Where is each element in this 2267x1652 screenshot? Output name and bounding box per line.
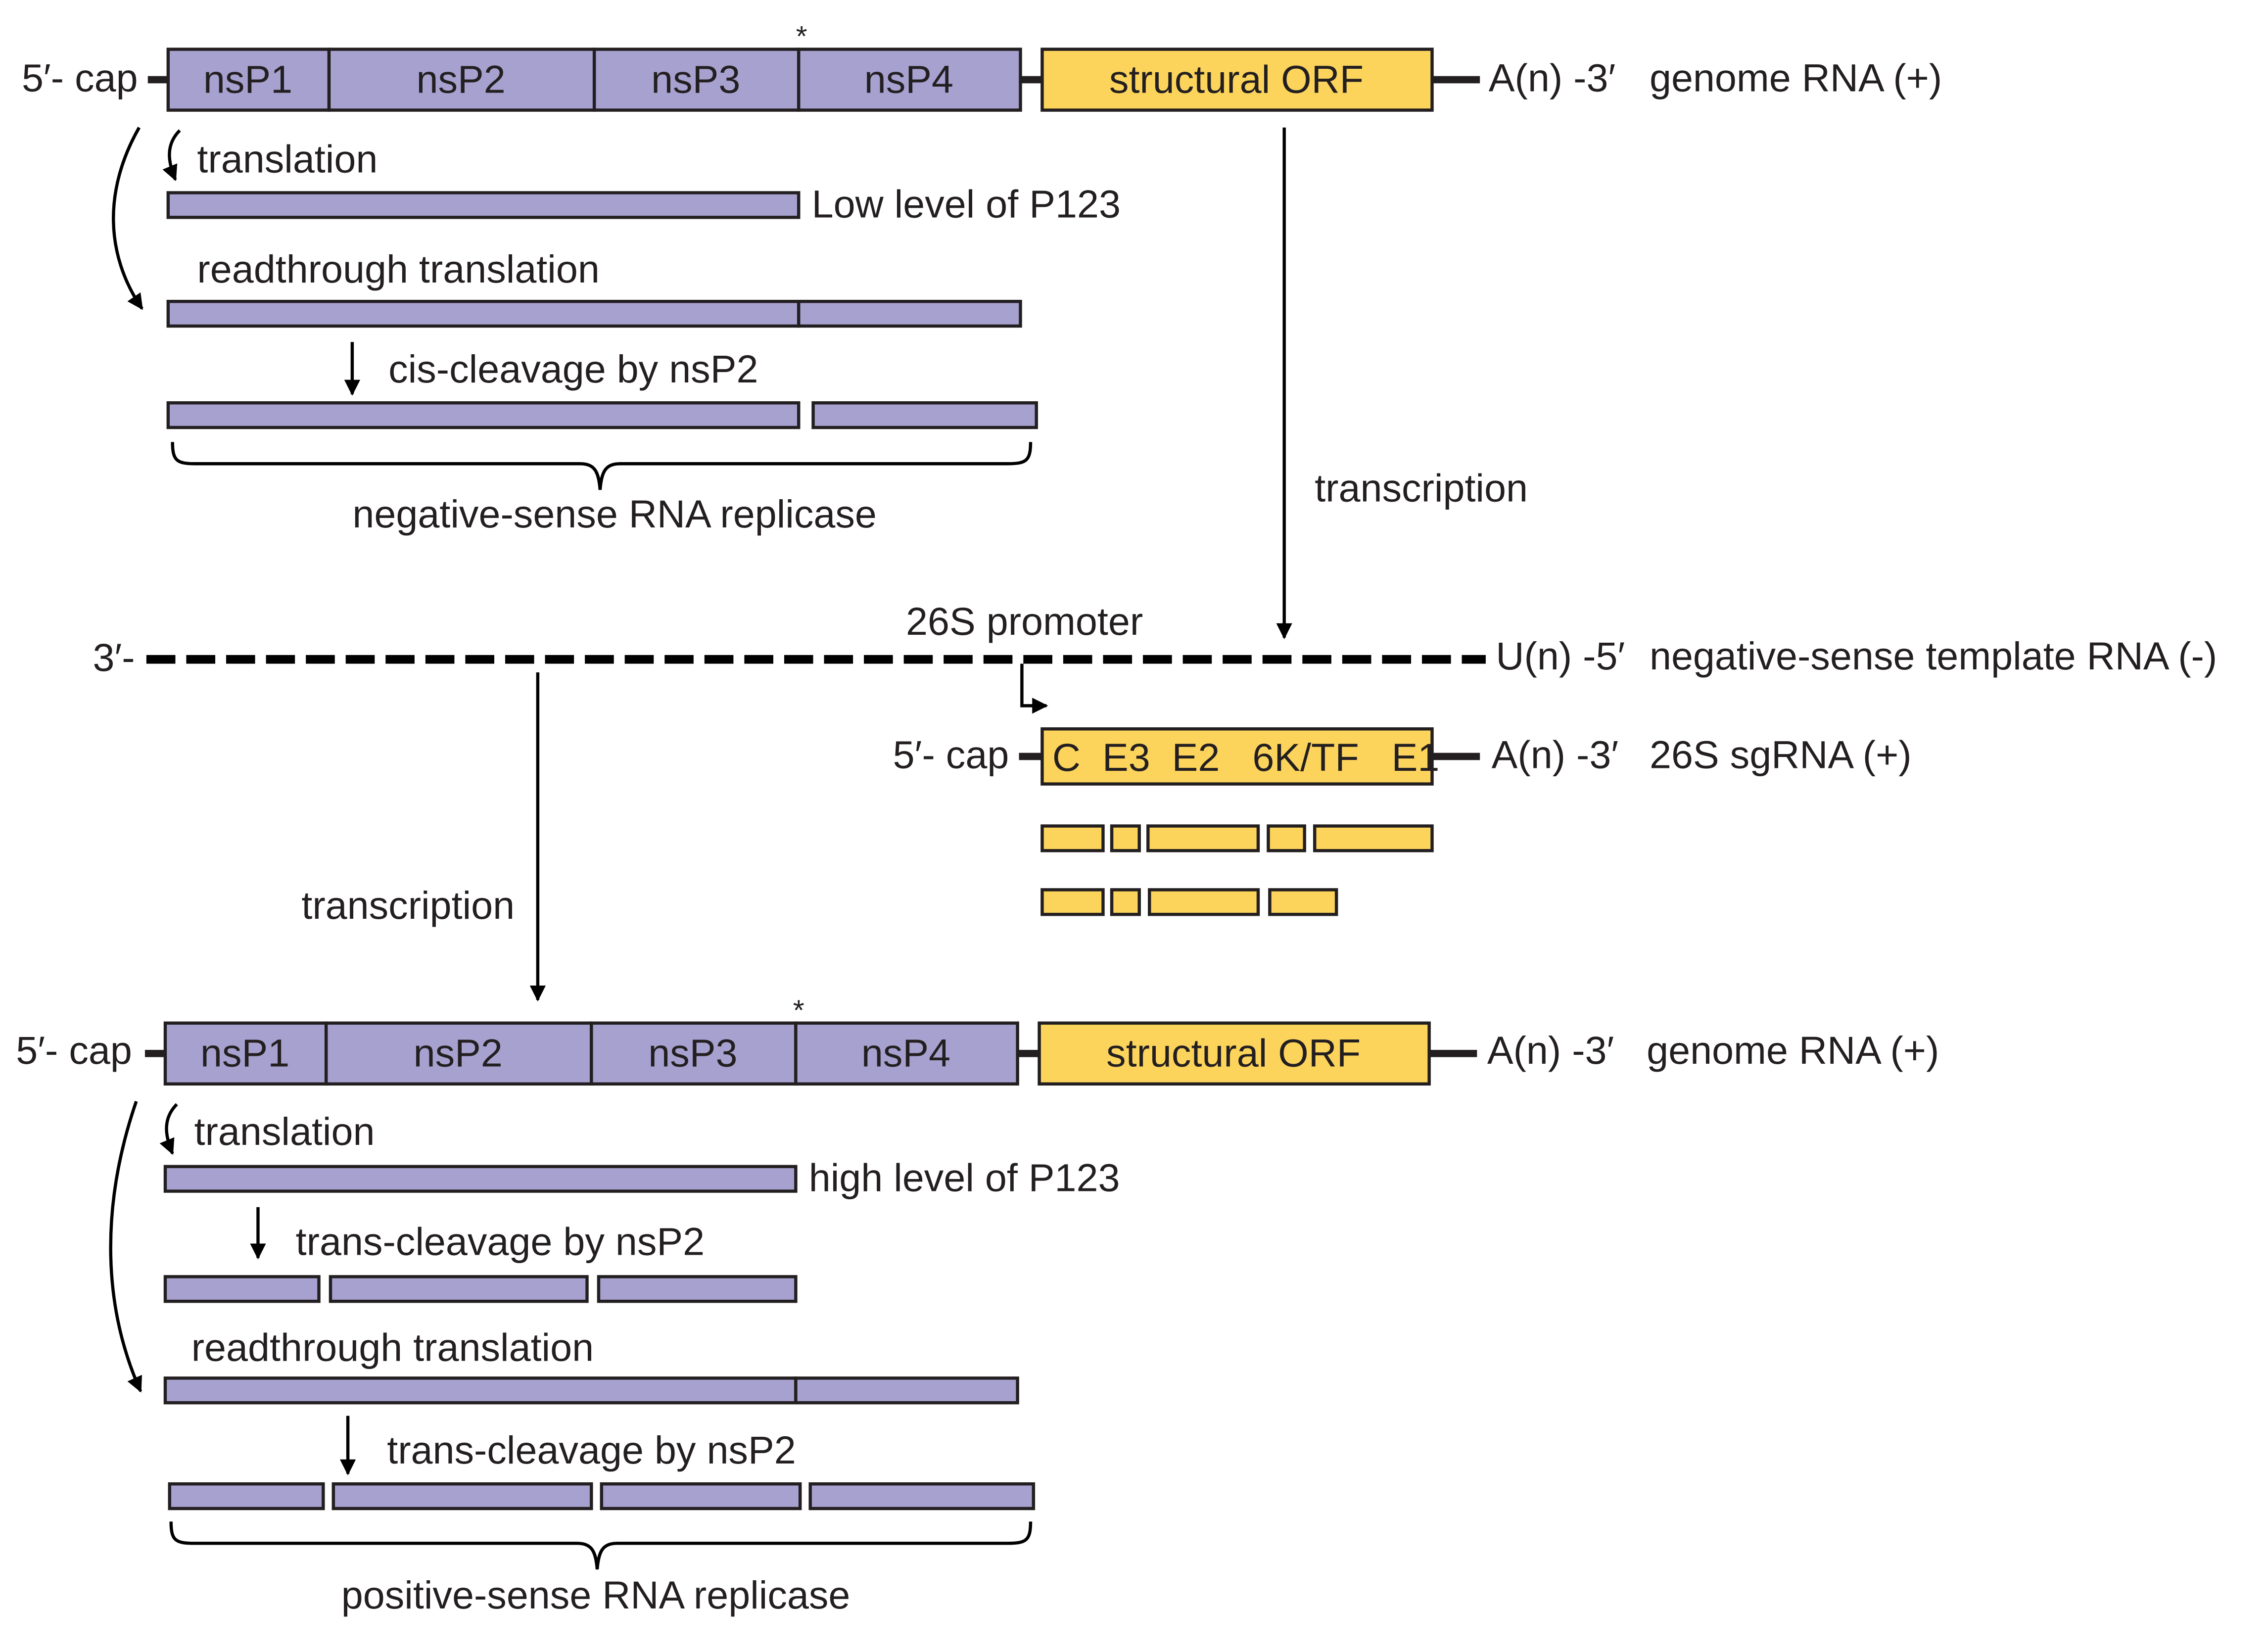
sgrna-structural-box	[1040, 727, 1434, 786]
bottom-translation-arrow-icon	[159, 1103, 178, 1155]
bottom-five-prime-cap-label: 5′- cap	[16, 1028, 132, 1072]
top-nsp1-label: nsP1	[203, 57, 292, 101]
bottom-nsp4-readthrough-bar	[794, 1376, 1019, 1405]
bottom-nsp3-product	[597, 1275, 798, 1303]
top-replicase-brace-icon	[171, 442, 1033, 490]
bottom-replicase-brace-icon	[169, 1521, 1033, 1570]
bottom-readthrough-label: readthrough translation	[191, 1325, 594, 1369]
top-nsp2-label: nsP2	[416, 57, 505, 101]
promoter-label: 26S promoter	[906, 599, 1143, 643]
top-p123-readthrough-bar	[166, 299, 801, 328]
bottom-nsp1-label: nsP1	[200, 1031, 289, 1075]
top-nsp3-segment	[592, 47, 801, 112]
top-translation-arrow-icon	[162, 129, 181, 182]
bottom-nsp3-final	[600, 1482, 802, 1510]
e2-product	[1146, 824, 1260, 852]
bottom-trans-cleavage-label-1: trans-cleavage by nsP2	[296, 1219, 705, 1263]
bottom-translation-label: translation	[194, 1109, 375, 1153]
positive-sense-replicase-label: positive-sense RNA replicase	[341, 1573, 850, 1617]
bottom-nsp2-product	[329, 1275, 589, 1303]
bottom-nsp1-segment	[163, 1021, 328, 1086]
bottom-nsp4-label: nsP4	[861, 1031, 950, 1075]
sgrna-polya-label: A(n) -3′	[1492, 732, 1619, 776]
template-three-prime-label: 3′-	[93, 635, 135, 679]
structural-products-row-1	[1040, 824, 1434, 852]
top-opal-stop-asterisk: *	[796, 21, 807, 53]
top-five-prime-cap-label: 5′- cap	[22, 56, 138, 100]
top-p123-bar	[166, 191, 801, 219]
bottom-nsp2-final	[331, 1482, 593, 1510]
bottom-nsp4-final	[808, 1482, 1036, 1510]
template-polyu-label: U(n) -5′	[1496, 634, 1625, 678]
top-readthrough-label: readthrough translation	[197, 247, 599, 291]
bottom-transcription-label: transcription	[301, 883, 515, 927]
top-polya-label: A(n) -3′	[1489, 56, 1616, 100]
bottom-structural-orf-label: structural ORF	[1106, 1031, 1361, 1075]
e3-product-2	[1110, 888, 1141, 916]
bottom-p123-bar	[163, 1165, 798, 1193]
bottom-p123-label: high level of P123	[809, 1156, 1120, 1200]
top-cis-cleavage-label: cis-cleavage by nsP2	[388, 347, 758, 391]
top-genome-name: genome RNA (+)	[1650, 56, 1942, 100]
top-nsp4-cleaved-bar	[811, 401, 1038, 429]
tf-product	[1268, 888, 1338, 916]
template-name: negative-sense template RNA (-)	[1650, 634, 2217, 678]
top-p123-label: Low level of P123	[812, 182, 1121, 226]
negative-sense-replicase-label: negative-sense RNA replicase	[352, 492, 876, 536]
top-nsp4-segment	[797, 47, 1022, 112]
negative-sense-template: 3′- 26S promoter U(n) -5′ negative-sense…	[93, 599, 2217, 679]
bottom-trans-cleavage-label-2: trans-cleavage by nsP2	[387, 1428, 796, 1472]
6k-product	[1267, 824, 1306, 852]
subgenomic-rna: 5′- cap C E3 E2 6K/TF E1 A(n) -3′ 26S sg…	[893, 727, 1912, 786]
top-genome-rna: 5′- cap nsP1 nsP2 nsP3 nsP4 * structural…	[22, 21, 1942, 112]
bottom-nsp2-segment	[324, 1021, 593, 1086]
top-p123-cleaved-bar	[166, 401, 801, 429]
bottom-genome-name: genome RNA (+)	[1647, 1028, 1939, 1072]
bottom-nsp1-product	[163, 1275, 321, 1303]
bottom-genome-rna: 5′- cap nsP1 nsP2 nsP3 nsP4 * structural…	[16, 994, 1939, 1086]
top-nsp4-label: nsP4	[864, 57, 953, 101]
bottom-polya-label: A(n) -3′	[1487, 1028, 1614, 1072]
sgrna-genes-label: C E3 E2 6K/TF E1	[1052, 735, 1439, 779]
bottom-readthrough-arrow-icon	[109, 1100, 142, 1393]
bottom-opal-stop-asterisk: *	[793, 994, 804, 1027]
promoter-arrow-icon	[1020, 663, 1048, 714]
bottom-nsp1-final	[168, 1482, 325, 1510]
top-transcription-label: transcription	[1315, 466, 1528, 510]
top-nsp3-label: nsP3	[651, 57, 740, 101]
top-translation-label: translation	[197, 137, 378, 181]
structural-products-row-2	[1040, 888, 1338, 916]
bottom-p123-readthrough-bar	[163, 1376, 798, 1405]
capsid-product	[1040, 824, 1105, 852]
top-structural-orf-label: structural ORF	[1109, 57, 1364, 101]
bottom-nsp2-label: nsP2	[414, 1031, 503, 1075]
e3-product	[1110, 824, 1141, 852]
sgrna-name: 26S sgRNA (+)	[1650, 732, 1912, 776]
top-readthrough-arrow-icon	[112, 127, 143, 310]
top-nsp2-segment	[327, 47, 596, 112]
bottom-nsp3-segment	[590, 1021, 798, 1086]
top-nsp4-readthrough-bar	[797, 299, 1022, 328]
capsid-product-2	[1040, 888, 1105, 916]
bottom-nsp3-label: nsP3	[648, 1031, 737, 1075]
e2-product-2	[1148, 888, 1260, 916]
e1-product	[1313, 824, 1434, 852]
sgrna-five-prime-cap-label: 5′- cap	[893, 732, 1009, 776]
